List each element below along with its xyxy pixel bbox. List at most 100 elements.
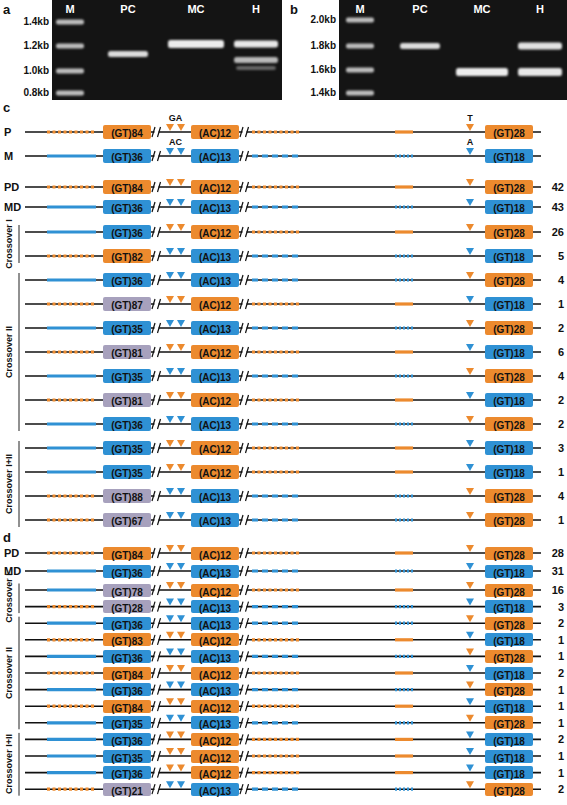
- break-gap: [243, 605, 247, 609]
- snp-marker: [466, 296, 474, 303]
- snp-marker: [177, 512, 185, 519]
- snp-marker: [177, 199, 185, 206]
- break-mark: [152, 734, 155, 744]
- break-gap: [243, 374, 247, 378]
- str-box: (AC)13: [191, 683, 239, 696]
- break-mark: [240, 395, 243, 405]
- count: 3: [558, 443, 564, 454]
- snp-marker: [177, 296, 185, 303]
- break-gap: [243, 446, 247, 450]
- region-segment: [252, 754, 300, 757]
- region-segment: [47, 302, 96, 305]
- str-label: (GT)83: [111, 636, 143, 647]
- region-segment: [395, 326, 413, 329]
- snp-marker: [466, 765, 474, 772]
- break-mark: [158, 602, 161, 612]
- str-label: (AC)13: [199, 568, 231, 579]
- snp-marker: [466, 416, 474, 423]
- str-label: (AC)13: [199, 719, 231, 730]
- snp-marker: [466, 320, 474, 327]
- break-gap: [243, 470, 247, 474]
- break-mark: [158, 668, 161, 678]
- region-segment: [395, 671, 413, 674]
- snp-marker: [177, 464, 185, 471]
- str-box: (AC)12: [191, 297, 239, 311]
- break-mark: [158, 275, 161, 285]
- group-label: Crossover II: [5, 647, 14, 699]
- break-mark: [240, 668, 243, 678]
- str-box: (GT)28: [485, 273, 533, 287]
- count: 1: [558, 684, 564, 695]
- region-segment: [395, 771, 413, 774]
- break-mark: [152, 701, 155, 711]
- region-segment: [395, 185, 413, 188]
- str-box: (GT)21: [103, 783, 151, 796]
- snp-marker: [166, 199, 174, 206]
- str-label: (GT)28: [493, 372, 525, 383]
- lane-label: H: [536, 4, 544, 15]
- snp-marker: [166, 545, 174, 552]
- break-mark: [240, 227, 243, 237]
- region-segment: [395, 569, 413, 572]
- break-mark: [152, 668, 155, 678]
- size-marker: 2.0kb: [310, 15, 336, 25]
- str-box: (AC)13: [191, 650, 239, 663]
- count: 1: [558, 634, 564, 645]
- snp-marker: [177, 665, 185, 672]
- str-box: (AC)13: [191, 565, 239, 578]
- str-label: (AC)13: [199, 203, 231, 214]
- str-label: (GT)84: [111, 670, 143, 681]
- region-segment: [252, 422, 300, 425]
- count: 2: [558, 618, 564, 629]
- region-segment: [47, 374, 96, 377]
- snp-marker: [166, 148, 174, 155]
- str-box: (GT)18: [485, 565, 533, 578]
- region-segment: [47, 705, 96, 708]
- break-gap: [155, 688, 159, 692]
- str-label: (GT)28: [493, 620, 525, 631]
- break-mark: [158, 467, 161, 477]
- count: 1: [558, 717, 564, 728]
- str-label: (GT)18: [493, 444, 525, 455]
- break-mark: [246, 585, 249, 595]
- str-box: (GT)18: [485, 633, 533, 646]
- region-segment: [395, 688, 413, 691]
- str-box: (GT)87: [103, 297, 151, 311]
- region-segment: [395, 754, 413, 757]
- str-box: (GT)18: [485, 700, 533, 713]
- str-box: (GT)28: [485, 783, 533, 796]
- snp-marker: [166, 416, 174, 423]
- snp-marker: [177, 682, 185, 689]
- snp-marker: [177, 224, 185, 231]
- snp-marker: [177, 781, 185, 788]
- region-segment: [47, 688, 96, 691]
- dna-band: [518, 68, 562, 76]
- str-label: (AC)13: [199, 516, 231, 527]
- break-mark: [240, 718, 243, 728]
- size-marker: 0.8kb: [23, 88, 49, 98]
- break-mark: [240, 323, 243, 333]
- count: 42: [552, 182, 564, 193]
- str-label: (AC)13: [199, 420, 231, 431]
- str-box: (GT)84: [103, 547, 151, 560]
- str-box: (GT)18: [485, 297, 533, 311]
- str-box: (GT)28: [485, 683, 533, 696]
- break-mark: [246, 127, 249, 137]
- region-segment: [47, 588, 96, 591]
- str-label: (GT)35: [111, 324, 143, 335]
- str-label: (GT)84: [111, 703, 143, 714]
- count: 1: [558, 701, 564, 712]
- snp-marker: [177, 698, 185, 705]
- size-marker: 1.2kb: [23, 41, 49, 51]
- snp-marker: [466, 632, 474, 639]
- str-box: (AC)13: [191, 489, 239, 503]
- break-mark: [152, 202, 155, 212]
- snp-marker: [466, 748, 474, 755]
- break-mark: [158, 566, 161, 576]
- break-mark: [246, 734, 249, 744]
- break-mark: [240, 202, 243, 212]
- str-box: (AC)12: [191, 180, 239, 194]
- break-mark: [152, 443, 155, 453]
- region-segment: [47, 551, 96, 554]
- size-marker: 1.6kb: [310, 65, 336, 75]
